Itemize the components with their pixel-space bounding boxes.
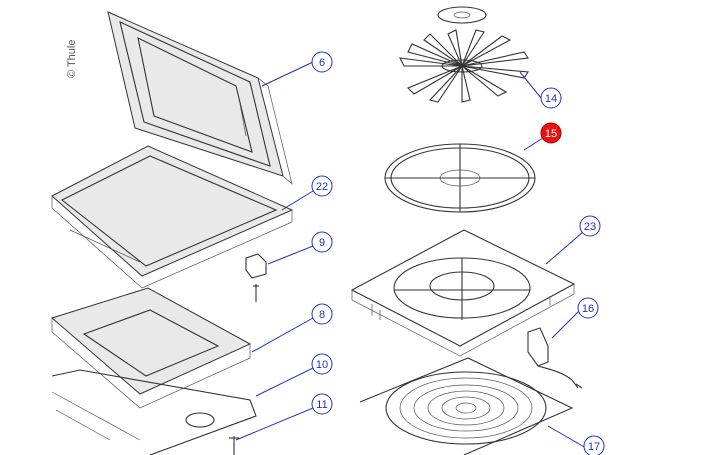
- leader-23: [545, 231, 584, 265]
- callout-23: 23: [579, 215, 601, 237]
- svg-text:14: 14: [545, 93, 557, 105]
- svg-text:15: 15: [545, 128, 557, 140]
- svg-text:8: 8: [319, 309, 325, 321]
- leader-15: [523, 137, 544, 151]
- svg-text:10: 10: [316, 359, 328, 371]
- leader-lines: [235, 61, 587, 449]
- part-bracket: [527, 327, 583, 389]
- callout-16: 16: [577, 297, 599, 319]
- leader-8: [251, 317, 314, 353]
- callout-9: 9: [311, 231, 333, 253]
- leader-9: [267, 245, 314, 265]
- leader-22: [281, 190, 314, 211]
- callout-15-highlighted: 15: [540, 122, 562, 144]
- callout-6: 6: [311, 51, 333, 73]
- part-grille: [359, 357, 574, 455]
- part-inner-frame: [51, 145, 294, 289]
- part-housing-plate: [350, 229, 576, 357]
- svg-text:9: 9: [319, 237, 325, 249]
- callout-8: 8: [311, 303, 333, 325]
- svg-text:22: 22: [316, 181, 328, 193]
- leader-10: [255, 367, 314, 397]
- part-base-frame: [51, 369, 257, 455]
- svg-text:11: 11: [316, 399, 327, 411]
- part-screw: [229, 436, 239, 455]
- part-ring: [384, 143, 536, 213]
- part-lid-frame: [107, 11, 293, 186]
- callout-11: 11: [311, 393, 333, 415]
- callout-17: 17: [583, 435, 605, 455]
- leader-6: [261, 61, 314, 87]
- svg-text:17: 17: [588, 441, 600, 453]
- part-fan-blade: [399, 6, 529, 103]
- part-clip: [245, 253, 267, 302]
- callout-10: 10: [311, 353, 333, 375]
- svg-text:16: 16: [582, 303, 594, 315]
- svg-text:6: 6: [319, 57, 325, 69]
- leader-14: [519, 71, 542, 99]
- leader-11: [235, 407, 314, 441]
- svg-text:23: 23: [584, 221, 596, 233]
- leader-16: [551, 309, 581, 339]
- leader-17: [547, 425, 587, 449]
- callout-22: 22: [311, 175, 333, 197]
- part-lower-frame: [50, 287, 252, 409]
- callout-14: 14: [540, 87, 562, 109]
